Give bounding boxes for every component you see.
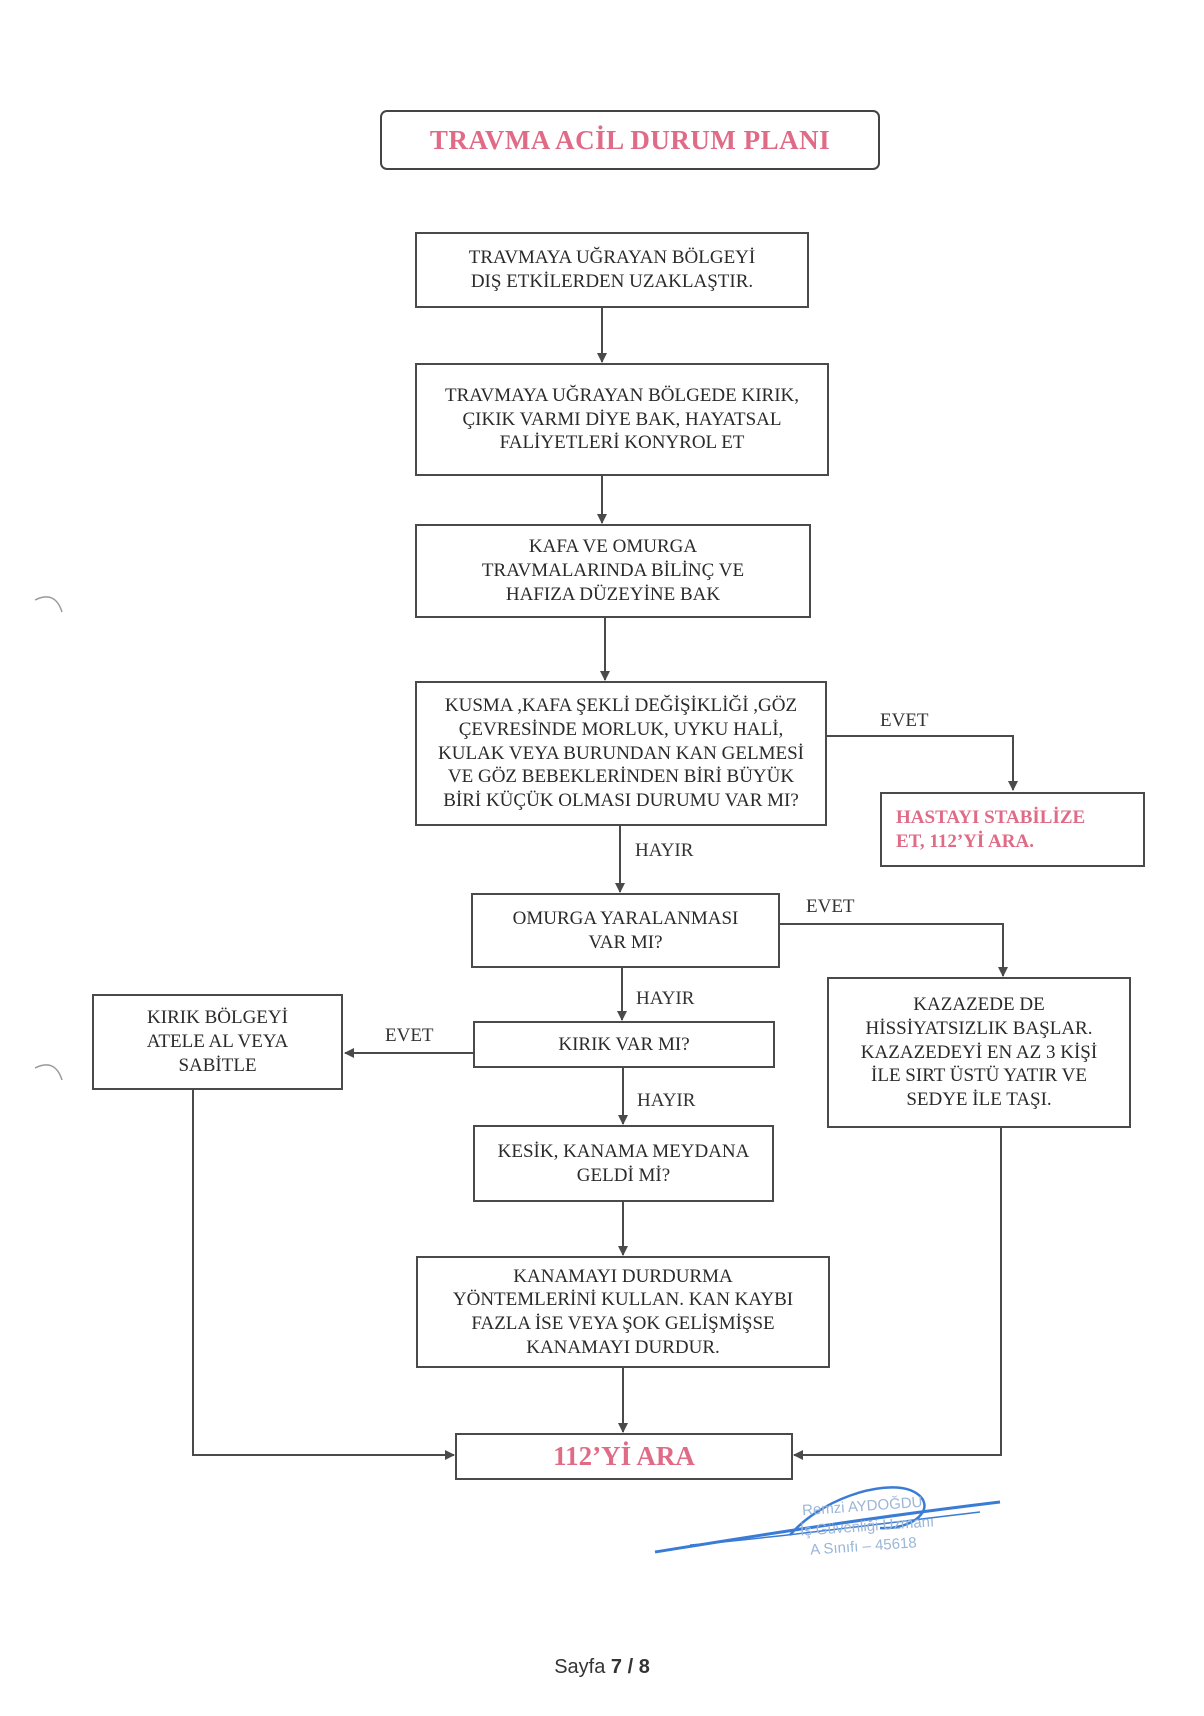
- footer-sep: /: [622, 1656, 639, 1678]
- step-line: ET, 112’Yİ ARA.: [896, 830, 1034, 852]
- branch-label-no: HAYIR: [637, 1090, 696, 1111]
- step-line: KAZAZEDE DE: [913, 994, 1045, 1016]
- step-line: HASTAYI STABİLİZE: [896, 806, 1086, 828]
- step-call-112: 112’Yİ ARA: [455, 1433, 793, 1480]
- step-line: HAFIZA DÜZEYİNE BAK: [505, 583, 721, 605]
- step-line: KIRIK BÖLGEYİ: [147, 1007, 288, 1029]
- step-line: GELDİ Mİ?: [576, 1164, 671, 1186]
- page-title: TRAVMA ACİL DURUM PLANI: [380, 110, 880, 170]
- step-splint: KIRIK BÖLGEYİ ATELE AL VEYA SABİTLE: [92, 994, 343, 1090]
- step-line: HİSSİYATSIZLIK BAŞLAR.: [865, 1017, 1093, 1039]
- decision-fracture: KIRIK VAR MI?: [473, 1021, 775, 1068]
- step-check-fracture-vitals: TRAVMAYA UĞRAYAN BÖLGEDE KIRIK, ÇIKIK VA…: [415, 363, 829, 476]
- page-title-text: TRAVMA ACİL DURUM PLANI: [429, 124, 831, 155]
- step-head-spine-check: KAFA VE OMURGA TRAVMALARINDA BİLİNÇ VE H…: [415, 524, 811, 618]
- arrow-spine-call: [793, 1128, 1002, 1460]
- signature-stamp: Remzi AYDOĞDU İş Güvenliği Uzmanı A Sını…: [650, 1470, 1020, 1580]
- step-line: TRAVMAYA UĞRAYAN BÖLGEYİ: [468, 247, 756, 269]
- branch-label-no: HAYIR: [635, 840, 694, 861]
- step-line: FALİYETLERİ KONYROL ET: [499, 432, 745, 454]
- step-line: KULAK VEYA BURUNDAN KAN GELMESİ: [438, 742, 804, 764]
- branch-label-yes: EVET: [806, 896, 855, 917]
- step-line: KANAMAYI DURDURMA: [513, 1265, 733, 1287]
- step-line: KIRIK VAR MI?: [558, 1033, 690, 1055]
- step-line: TRAVMAYA UĞRAYAN BÖLGEDE KIRIK,: [444, 384, 799, 406]
- footer-page: 7: [610, 1656, 623, 1678]
- decision-head-trauma-signs: KUSMA ,KAFA ŞEKLİ DEĞİŞİKLİĞİ ,GÖZ ÇEVRE…: [415, 681, 827, 826]
- step-line: SEDYE İLE TAŞI.: [906, 1089, 1052, 1111]
- step-isolate-area: TRAVMAYA UĞRAYAN BÖLGEYİ DIŞ ETKİLERDEN …: [415, 232, 809, 308]
- step-line: ÇIKIK VARMI DİYE BAK, HAYATSAL: [462, 408, 782, 430]
- step-line: 112’Yİ ARA: [553, 1440, 695, 1471]
- step-line: KAFA VE OMURGA: [528, 536, 698, 558]
- step-line: KAZAZEDEYİ EN AZ 3 KİŞİ: [860, 1041, 1098, 1063]
- decision-bleeding: KESİK, KANAMA MEYDANA GELDİ Mİ?: [473, 1125, 774, 1202]
- branch-label-yes: EVET: [385, 1025, 434, 1046]
- step-line: VE GÖZ BEBEKLERİNDEN BİRİ BÜYÜK: [447, 766, 795, 788]
- step-line: DIŞ ETKİLERDEN UZAKLAŞTIR.: [470, 271, 754, 292]
- step-line: İLE SIRT ÜSTÜ YATIR VE: [871, 1065, 1087, 1087]
- step-line: KUSMA ,KAFA ŞEKLİ DEĞİŞİKLİĞİ ,GÖZ: [444, 695, 798, 717]
- step-line: BİRİ KÜÇÜK OLMASI DURUMU VAR MI?: [443, 790, 799, 812]
- step-line: ÇEVRESİNDE MORLUK, UYKU HALİ,: [458, 718, 784, 740]
- decision-spine-injury: OMURGA YARALANMASI VAR MI?: [471, 893, 780, 968]
- step-line: FAZLA İSE VEYA ŞOK GELİŞMİŞSE: [471, 1313, 775, 1334]
- step-line: OMURGA YARALANMASI: [512, 907, 739, 929]
- footer-prefix: Sayfa: [554, 1656, 611, 1678]
- arrow-fracture-call: [192, 1090, 455, 1460]
- arrow-s5-spine: [780, 923, 1008, 977]
- page-footer: Sayfa 7 / 8: [0, 1656, 1204, 1679]
- footer-total: 8: [638, 1656, 650, 1678]
- scan-mark: [34, 1064, 63, 1081]
- arrow-s4-stabilize: [827, 735, 1018, 791]
- step-spine-carry: KAZAZEDE DE HİSSİYATSIZLIK BAŞLAR. KAZAZ…: [827, 977, 1131, 1128]
- step-stop-bleeding: KANAMAYI DURDURMA YÖNTEMLERİNİ KULLAN. K…: [416, 1256, 830, 1368]
- step-line: SABİTLE: [178, 1054, 257, 1076]
- step-line: YÖNTEMLERİNİ KULLAN. KAN KAYBI: [452, 1289, 794, 1311]
- step-line: TRAVMALARINDA BİLİNÇ VE: [481, 560, 745, 582]
- step-stabilize-call: HASTAYI STABİLİZE ET, 112’Yİ ARA.: [880, 792, 1145, 867]
- step-line: VAR MI?: [588, 931, 663, 953]
- scan-mark: [34, 596, 63, 613]
- branch-label-yes: EVET: [880, 710, 929, 731]
- branch-label-no: HAYIR: [636, 988, 695, 1009]
- step-line: KESİK, KANAMA MEYDANA: [497, 1140, 750, 1162]
- signature-scribble: [654, 1486, 1001, 1554]
- step-line: ATELE AL VEYA: [146, 1031, 289, 1053]
- step-line: KANAMAYI DURDUR.: [526, 1336, 720, 1358]
